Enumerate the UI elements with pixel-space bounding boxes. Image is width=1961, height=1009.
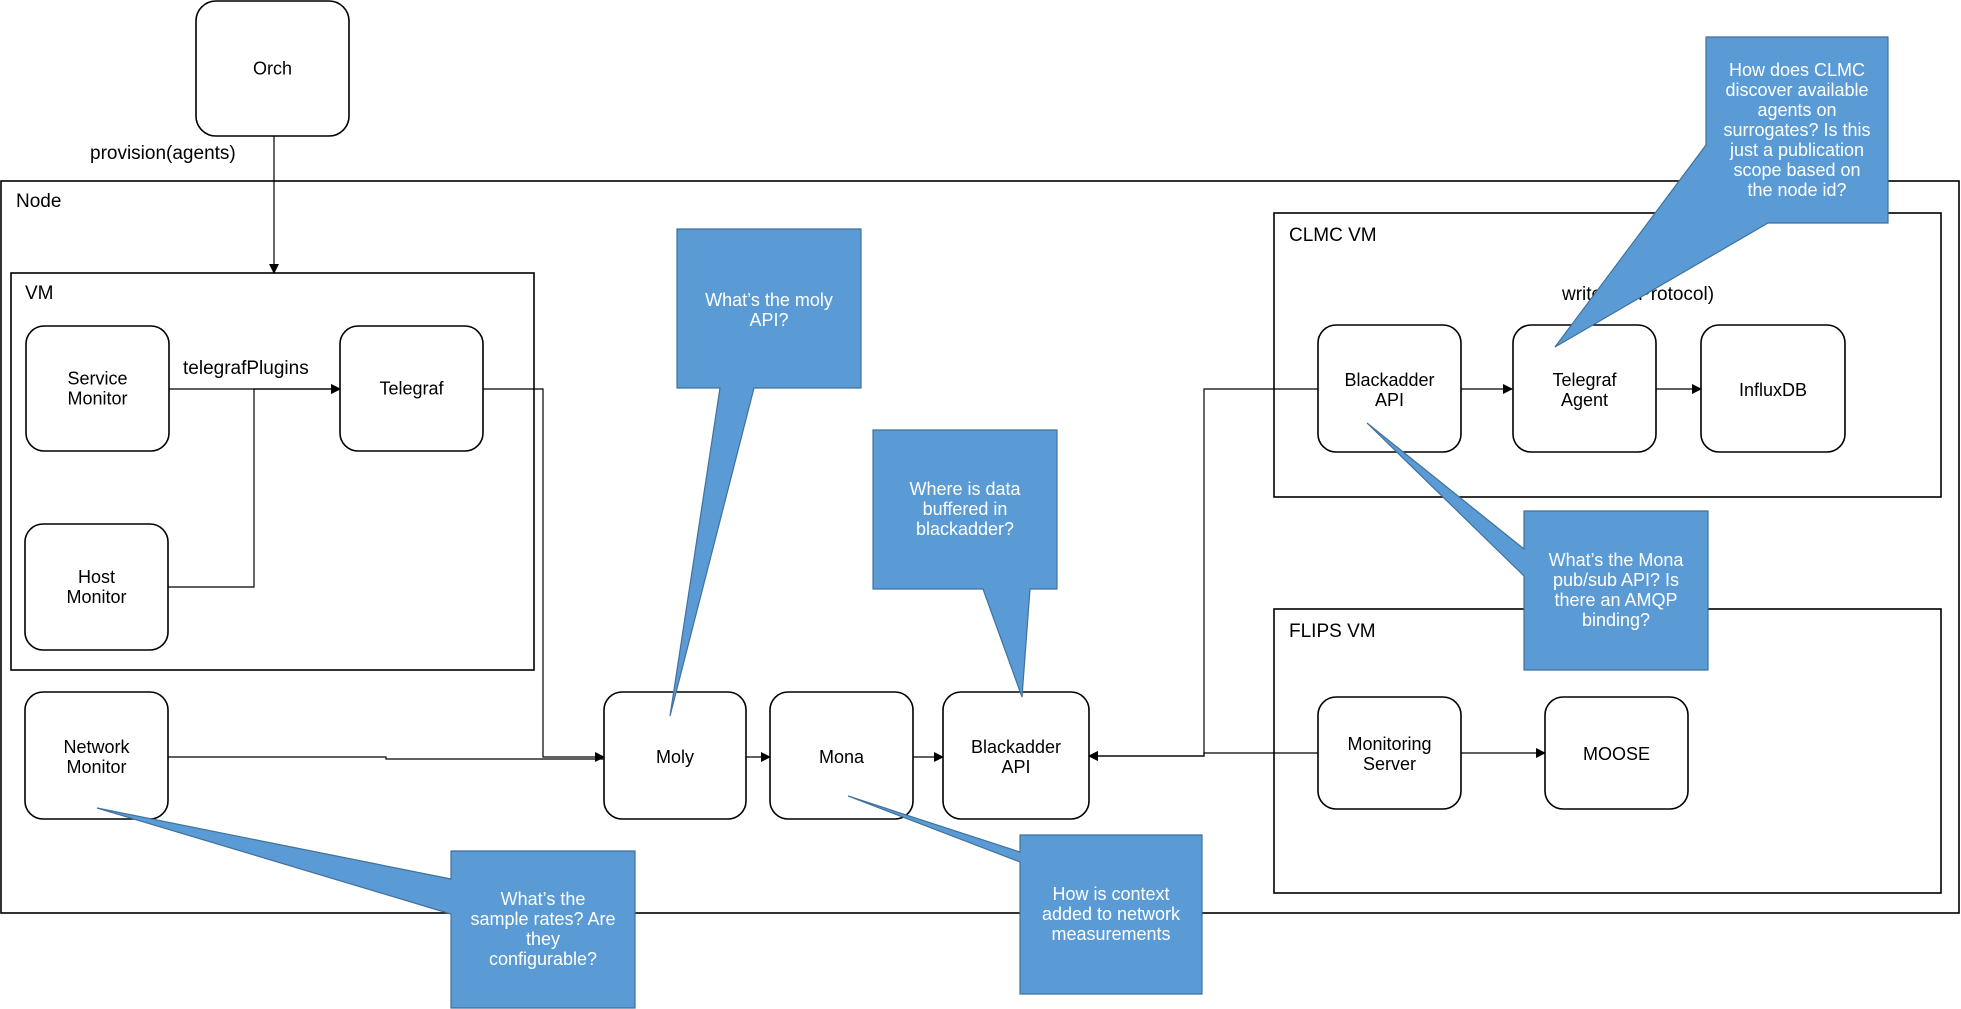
text-line: the node id? — [1747, 180, 1846, 200]
text-line: discover available — [1725, 80, 1868, 100]
text-line: agents on — [1757, 100, 1836, 120]
edge-clmc-blackadder-to-blackadder — [1088, 388, 1318, 761]
text-line: Orch — [253, 59, 292, 79]
text-line: Monitor — [66, 757, 126, 777]
text-line: Moly — [656, 747, 694, 767]
clmc-vm-container: CLMC VM — [1273, 212, 1942, 498]
node-orch-label: Orch — [253, 59, 292, 79]
text-line: API — [1375, 390, 1404, 410]
node-moose-label: MOOSE — [1583, 744, 1650, 764]
text-line: What’s the moly — [705, 290, 833, 310]
text-line: API — [1001, 757, 1030, 777]
text-line: sample rates? Are — [470, 909, 615, 929]
node-telegraf-label: Telegraf — [379, 379, 444, 399]
text-line: InfluxDB — [1739, 380, 1807, 400]
text-line: blackadder? — [916, 519, 1014, 539]
node-container-label: Node — [16, 191, 61, 212]
node-moly-label: Moly — [656, 747, 694, 767]
node-mona[interactable]: Mona — [769, 691, 914, 820]
text-line: Blackadder — [971, 737, 1061, 757]
text-line: How is context — [1052, 884, 1169, 904]
text-line: Host — [78, 567, 115, 587]
text-line: surrogates? Is this — [1723, 120, 1870, 140]
node-telegraf[interactable]: Telegraf — [339, 325, 484, 452]
text-line: Monitor — [67, 389, 127, 409]
text-line: Where is data — [909, 479, 1021, 499]
text-line: What’s the Mona — [1549, 550, 1685, 570]
node-influxdb[interactable]: InfluxDB — [1700, 324, 1846, 453]
text-line: Service — [67, 369, 127, 389]
text-line: they — [526, 929, 560, 949]
text-line: API? — [749, 310, 788, 330]
text-line: Blackadder — [1344, 370, 1434, 390]
connectors — [168, 136, 1702, 762]
clmc-vm-container-label: CLMC VM — [1289, 225, 1377, 246]
node-moly[interactable]: Moly — [603, 691, 747, 820]
text-line: added to network — [1042, 904, 1181, 924]
text-line: scope based on — [1733, 160, 1860, 180]
edge-monitoring-server-to-blackadder — [1088, 751, 1318, 761]
edge-network-monitor-to-moly — [168, 756, 604, 760]
text-line: just a publication — [1729, 140, 1864, 160]
node-moose[interactable]: MOOSE — [1544, 696, 1689, 810]
text-line: pub/sub API? Is — [1553, 570, 1679, 590]
text-line: MOOSE — [1583, 744, 1650, 764]
text-line: How does CLMC — [1729, 60, 1865, 80]
node-orch[interactable]: Orch — [195, 0, 350, 137]
text-line: binding? — [1582, 610, 1650, 630]
text-line: Agent — [1561, 390, 1608, 410]
telegraf-plugins-label: telegrafPlugins — [183, 358, 309, 379]
text-line: Server — [1363, 754, 1416, 774]
text-line: Telegraf — [1552, 370, 1617, 390]
text-line: Monitor — [66, 587, 126, 607]
text-line: there an AMQP — [1554, 590, 1677, 610]
text-line: Monitoring — [1347, 734, 1431, 754]
edge-host-monitor-to-telegraf — [168, 384, 341, 588]
text-line: Network — [63, 737, 130, 757]
text-line: Telegraf — [379, 379, 444, 399]
text-line: measurements — [1051, 924, 1170, 944]
node-influxdb-label: InfluxDB — [1739, 380, 1807, 400]
flips-vm-container-label: FLIPS VM — [1289, 621, 1376, 642]
text-line: What’s the — [501, 889, 586, 909]
provision-agents-label: provision(agents) — [90, 143, 236, 164]
text-line: configurable? — [489, 949, 597, 969]
node-mona-label: Mona — [819, 747, 865, 767]
text-line: Mona — [819, 747, 865, 767]
edge-telegraf-to-moly — [483, 388, 605, 762]
text-line: buffered in — [923, 499, 1008, 519]
node-container: Node — [0, 180, 1960, 914]
vm-container-label: VM — [25, 283, 54, 304]
